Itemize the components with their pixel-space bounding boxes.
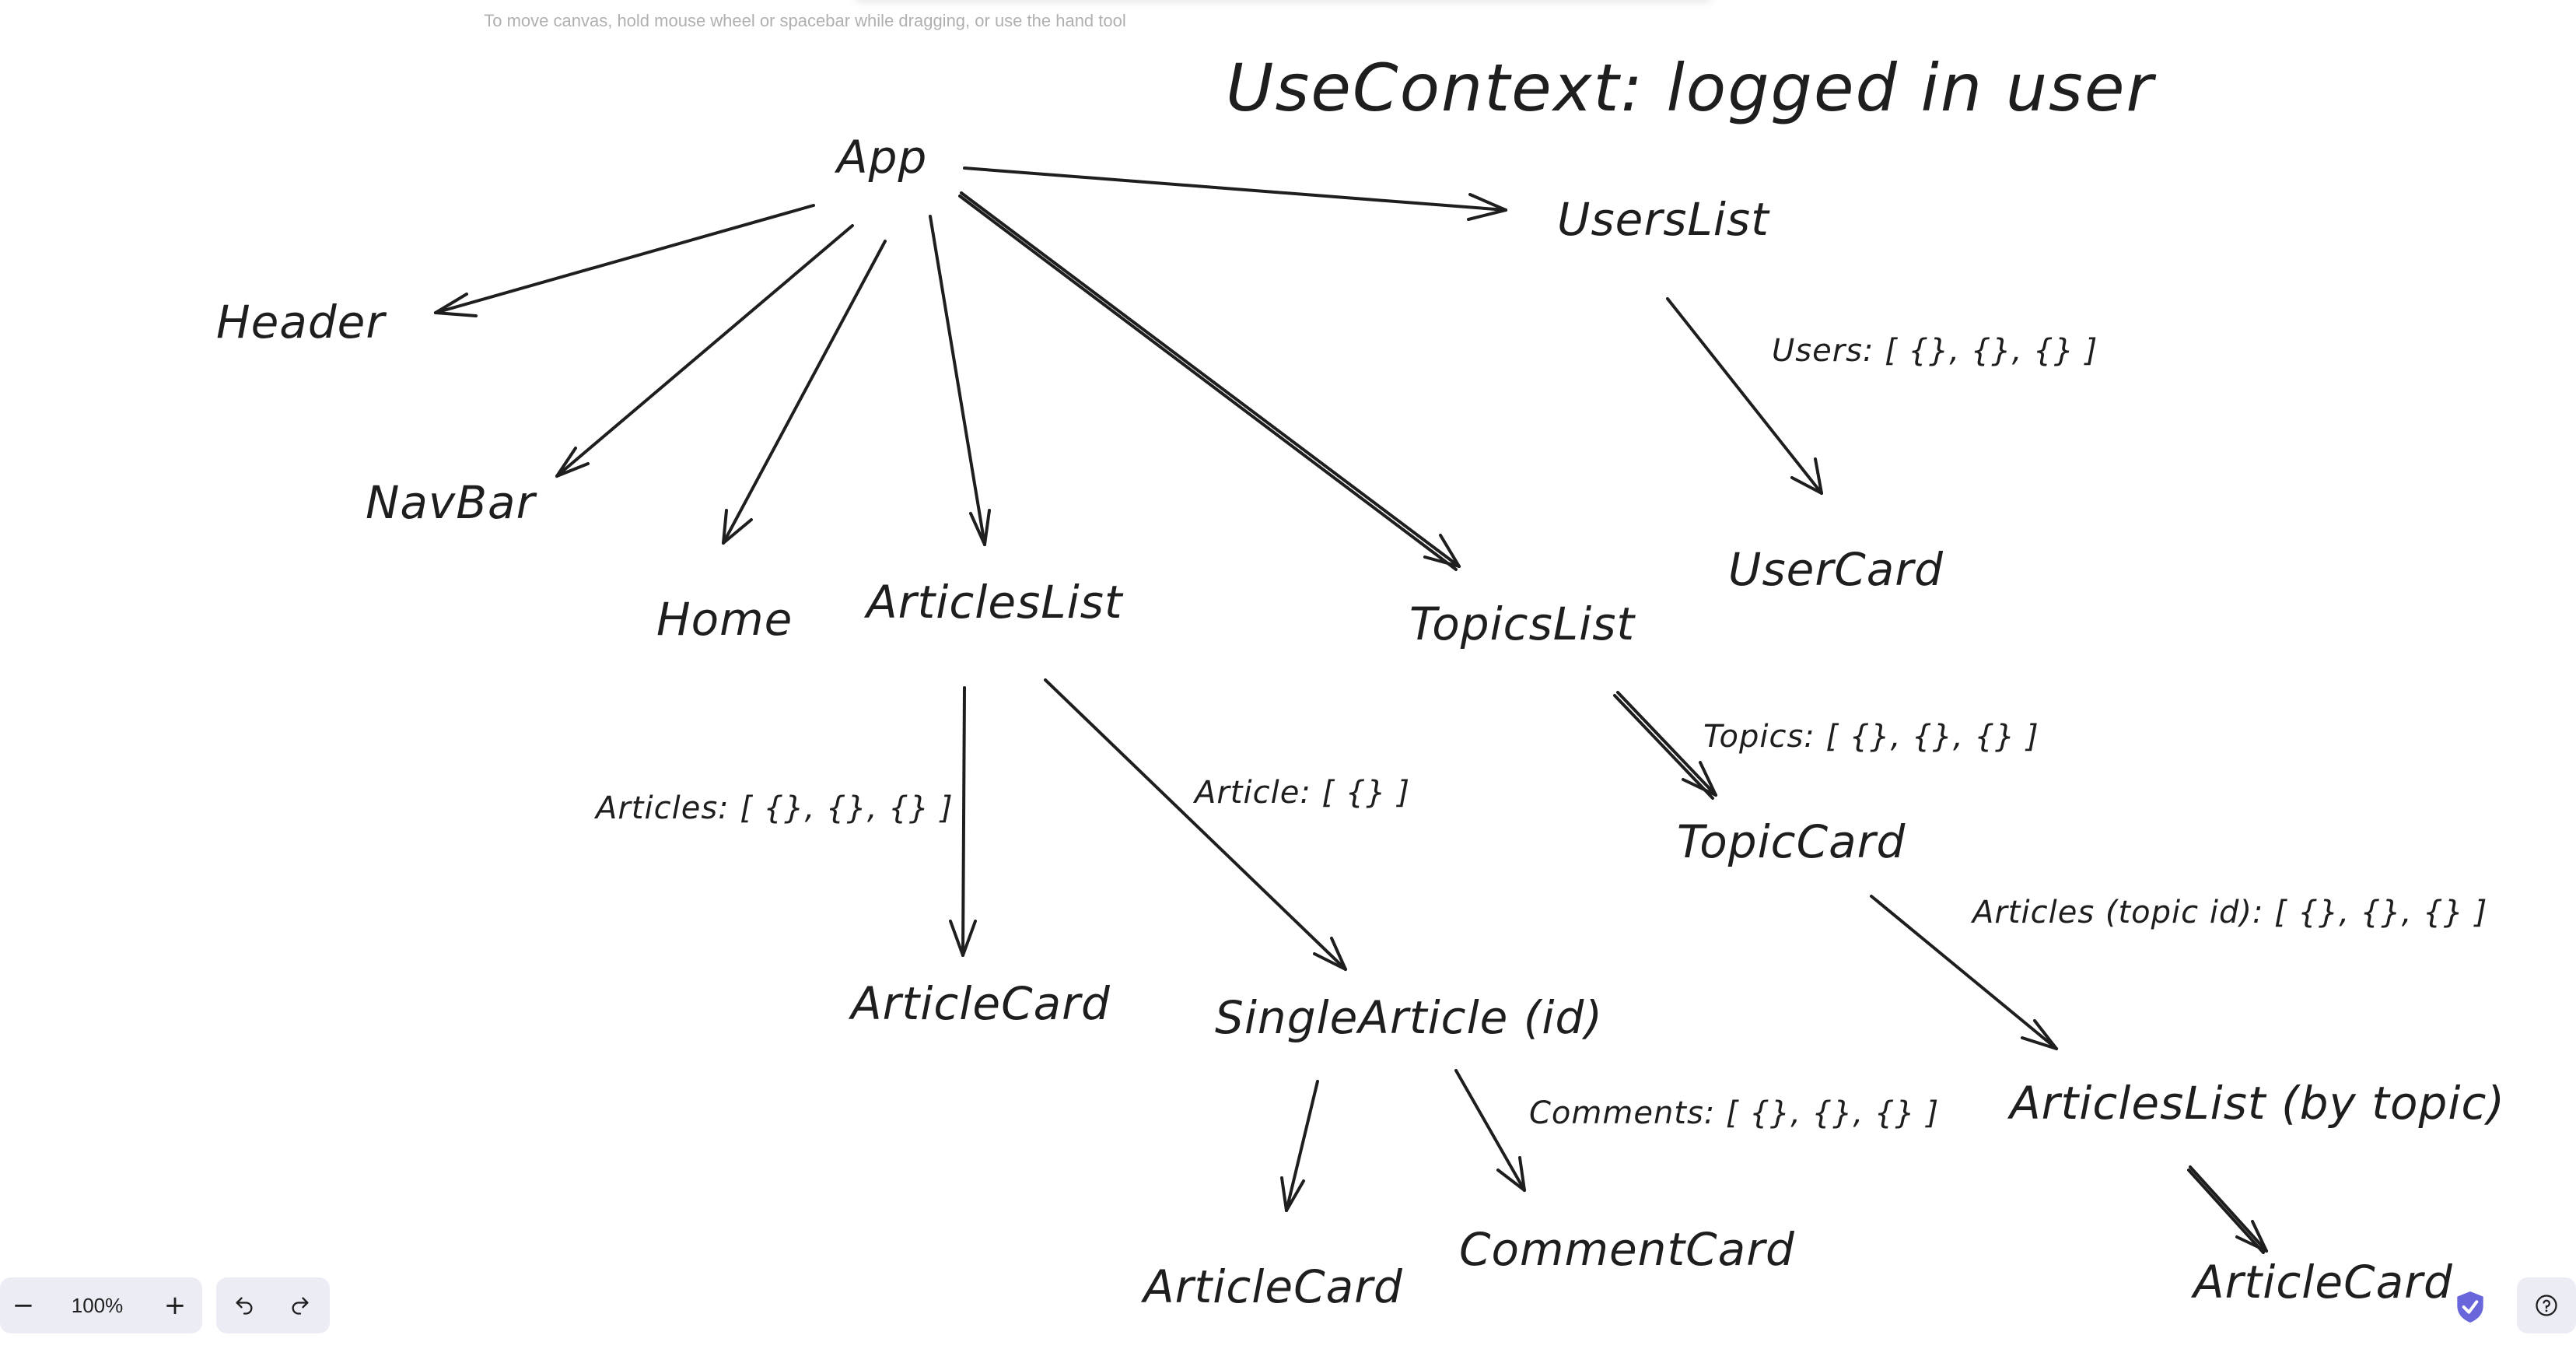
arrow-singlearticle-articlecard[interactable] [1280, 1080, 1319, 1212]
edge-label-articles[interactable]: Articles: [ {}, {}, {} ] [596, 790, 954, 826]
arrow-app-header[interactable] [434, 204, 815, 317]
arrow-app-articleslist[interactable] [929, 215, 991, 546]
help-panel [2517, 1277, 2576, 1333]
node-articlecard-3[interactable]: ArticleCard [2193, 1256, 2453, 1309]
node-navbar[interactable]: NavBar [366, 476, 536, 529]
arrow-app-topicslist[interactable] [958, 191, 1461, 571]
help-icon [2536, 1295, 2557, 1316]
arrow-topicslist-topiccard[interactable] [1613, 691, 1717, 800]
arrow-topiccard-articlesbytopic[interactable] [1870, 895, 2058, 1050]
zoom-controls: − 100% + [0, 1277, 202, 1333]
shield-icon[interactable] [2455, 1290, 2486, 1324]
zoom-level-reset[interactable]: 100% [71, 1293, 124, 1317]
node-topicslist[interactable]: TopicsList [1409, 597, 1636, 650]
node-singlearticle[interactable]: SingleArticle (id) [1215, 991, 1603, 1044]
node-usercard[interactable]: UserCard [1728, 543, 1944, 596]
edge-label-articles-topic[interactable]: Articles (topic id): [ {}, {}, {} ] [1972, 895, 2488, 930]
node-articlecard-2[interactable]: ArticleCard [1143, 1260, 1403, 1313]
node-home[interactable]: Home [656, 593, 793, 646]
undo-icon [236, 1297, 253, 1315]
node-topiccard[interactable]: TopicCard [1677, 815, 1906, 868]
node-articlecard-1[interactable]: ArticleCard [851, 977, 1111, 1030]
help-button[interactable] [2517, 1277, 2576, 1333]
arrow-app-navbar[interactable] [555, 224, 854, 478]
edge-label-users[interactable]: Users: [ {}, {}, {} ] [1772, 333, 2098, 369]
arrow-app-userslist[interactable] [963, 166, 1507, 221]
zoom-in-button[interactable]: + [163, 1290, 187, 1321]
edge-label-article[interactable]: Article: [ {} ] [1195, 775, 1411, 811]
arrow-articlesbytopic-articlecard[interactable] [2187, 1165, 2268, 1254]
arrow-articleslist-singlearticle[interactable] [1044, 678, 1347, 971]
node-header[interactable]: Header [216, 296, 386, 349]
edge-label-topics[interactable]: Topics: [ {}, {}, {} ] [1703, 719, 2039, 755]
node-commentcard[interactable]: CommentCard [1459, 1223, 1795, 1276]
history-controls [216, 1277, 330, 1333]
node-app[interactable]: App [837, 131, 928, 184]
node-articleslist-by-topic[interactable]: ArticlesList (by topic) [2010, 1077, 2505, 1130]
undo-button[interactable] [216, 1277, 272, 1333]
redo-button[interactable] [272, 1277, 328, 1333]
diagram-title[interactable]: UseContext: logged in user [1226, 50, 2155, 126]
arrow-singlearticle-commentcard[interactable] [1454, 1069, 1526, 1192]
arrow-articleslist-articlecard[interactable] [949, 686, 977, 957]
arrow-app-home[interactable] [722, 240, 887, 545]
node-articleslist[interactable]: ArticlesList [866, 576, 1123, 629]
canvas-hint: To move canvas, hold mouse wheel or spac… [484, 11, 1126, 30]
node-userslist[interactable]: UsersList [1557, 193, 1769, 246]
arrow-userslist-usercard[interactable] [1666, 297, 1823, 495]
redo-icon [292, 1297, 309, 1315]
edge-label-comments[interactable]: Comments: [ {}, {}, {} ] [1529, 1095, 1940, 1131]
zoom-out-button[interactable]: − [12, 1290, 35, 1321]
